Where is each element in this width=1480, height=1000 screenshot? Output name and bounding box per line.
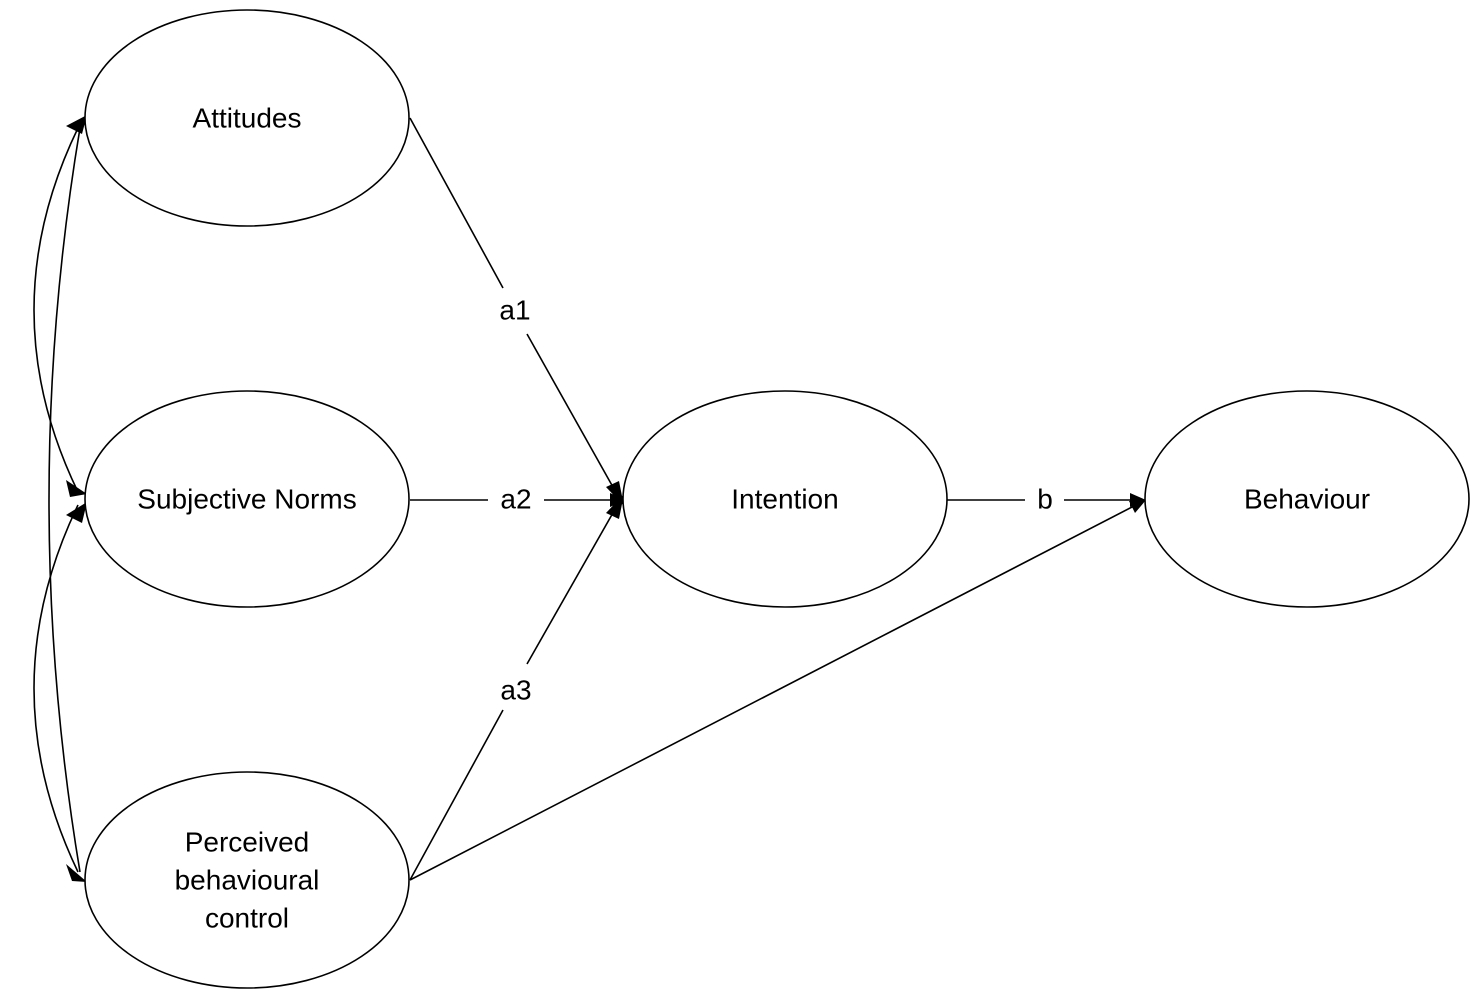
edge-attitudes-pbc xyxy=(48,127,81,873)
node-subjective-norms-ellipse xyxy=(84,390,410,608)
edge-attitudes-norms xyxy=(33,127,79,493)
node-intention: Intention xyxy=(622,390,948,608)
node-intention-ellipse xyxy=(622,390,948,608)
node-pbc-label-line-1: Perceived xyxy=(185,827,310,858)
edge-pbc-behaviour xyxy=(409,505,1135,881)
node-subjective-norms: Subjective Norms xyxy=(84,390,410,608)
node-behaviour-ellipse xyxy=(1144,390,1470,608)
node-perceived-behavioural-control: Perceived behavioural control xyxy=(84,771,410,989)
arrowhead-norms-from-pbc xyxy=(66,502,87,523)
edge-label-a2: a2 xyxy=(500,484,531,515)
edge-norms-pbc xyxy=(33,504,79,873)
edge-label-b: b xyxy=(1037,484,1053,515)
edge-label-a3: a3 xyxy=(500,675,531,706)
node-pbc-label-line-2: behavioural xyxy=(175,865,320,896)
arrowhead-a2 xyxy=(610,493,626,507)
arrowhead-pbc-bottom xyxy=(66,864,87,882)
node-attitudes-ellipse xyxy=(84,9,410,227)
edge-a1-line-lower xyxy=(526,333,619,497)
node-intention-label: Intention xyxy=(731,484,838,515)
edge-a3-line-lower xyxy=(409,709,504,881)
node-subjective-norms-label: Subjective Norms xyxy=(137,484,356,515)
edge-a1-line-upper xyxy=(409,117,504,289)
node-pbc-label-line-3: control xyxy=(205,903,289,934)
node-behaviour-label: Behaviour xyxy=(1244,484,1370,515)
arrowhead-norms-from-attitudes xyxy=(66,480,87,497)
node-attitudes-label: Attitudes xyxy=(193,103,302,134)
arrowhead-attitudes-top xyxy=(66,115,87,134)
node-attitudes: Attitudes xyxy=(84,9,410,227)
node-pbc-ellipse xyxy=(84,771,410,989)
edge-a3-line-upper xyxy=(526,503,619,665)
arrowhead-pbc-behaviour xyxy=(1129,500,1146,513)
node-behaviour: Behaviour xyxy=(1144,390,1470,608)
arrowhead-a3 xyxy=(606,494,624,519)
edge-label-a1: a1 xyxy=(499,295,530,326)
